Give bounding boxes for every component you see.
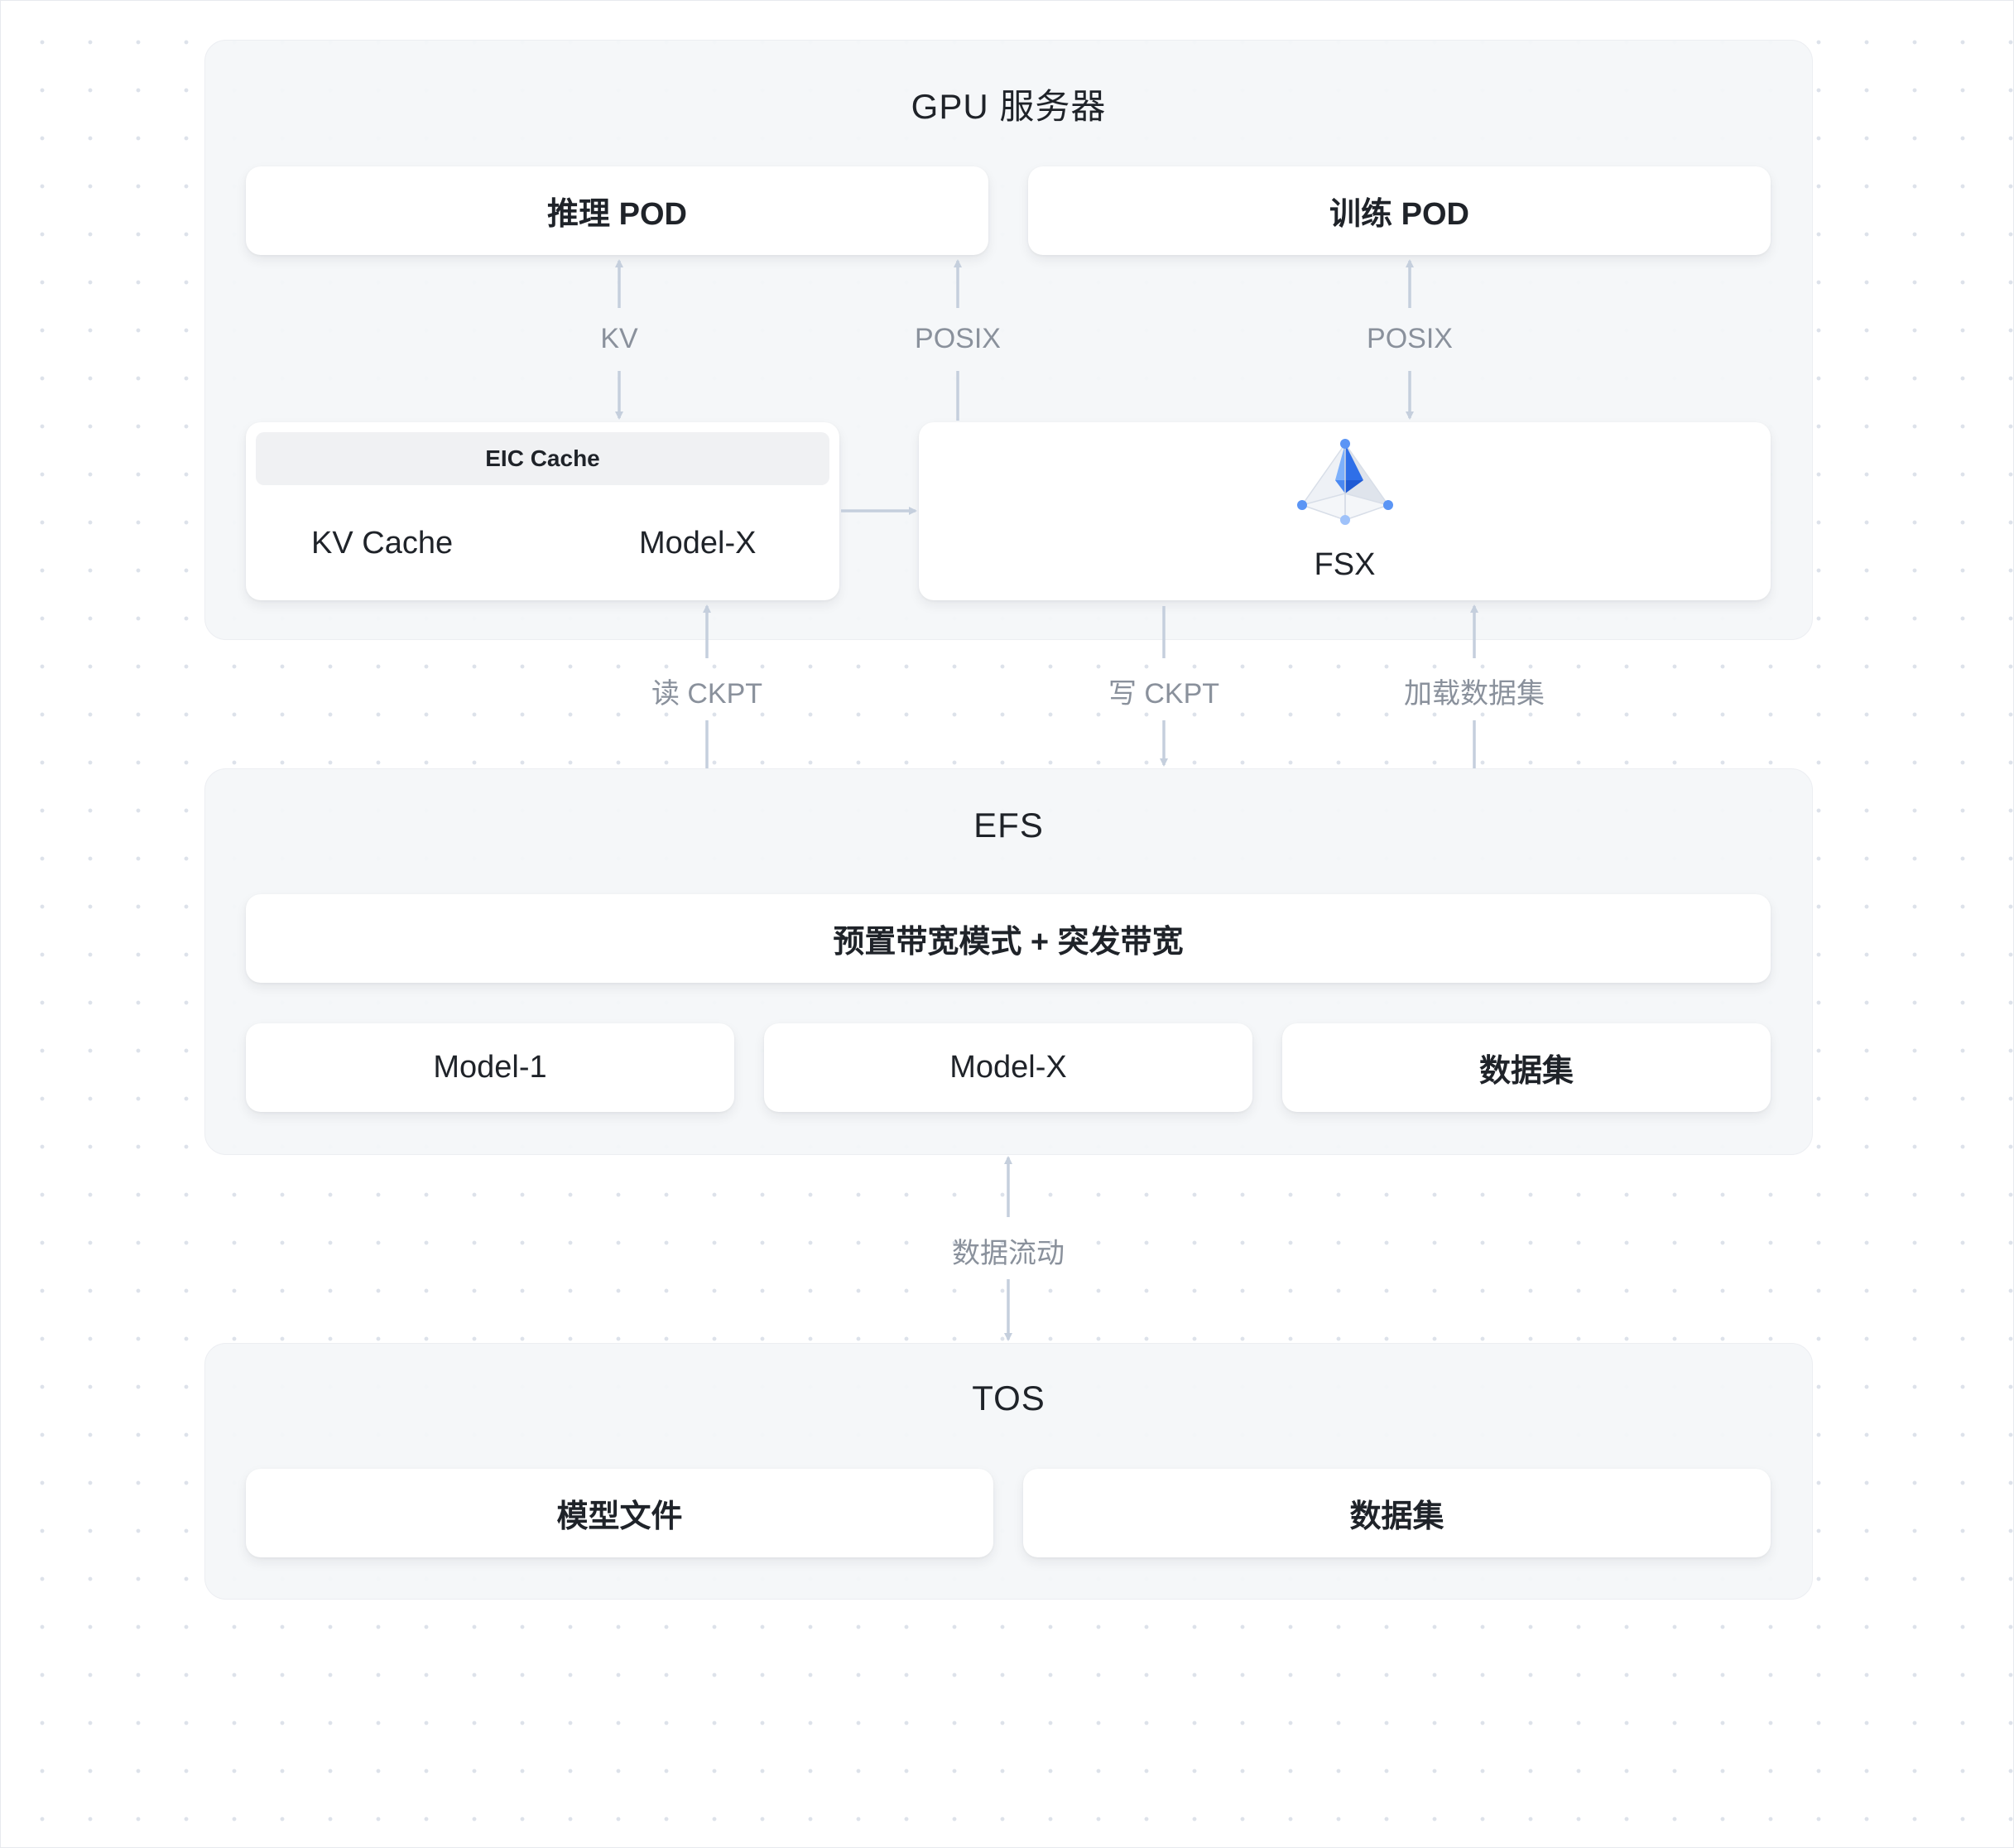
model-x-cache-label: Model-X <box>639 526 757 561</box>
write-ckpt-label: 写 CKPT <box>1108 678 1220 710</box>
efs-dataset-card[interactable]: 数据集 <box>1282 1023 1771 1112</box>
fsx-label: FSX <box>1314 547 1376 582</box>
efs-title: EFS <box>973 806 1044 845</box>
kv-label: KV <box>600 323 638 354</box>
posix-right-label: POSIX <box>1367 323 1453 354</box>
efs-model-x-card[interactable]: Model-X <box>764 1023 1252 1112</box>
efs-model-1-card[interactable]: Model-1 <box>246 1023 734 1112</box>
data-flow-label: 数据流动 <box>952 1238 1065 1269</box>
fsx-card[interactable]: FSX <box>919 422 1771 600</box>
fsx-pyramid-icon <box>1297 439 1393 525</box>
tos-dataset-card[interactable]: 数据集 <box>1023 1469 1771 1557</box>
tos-title: TOS <box>972 1379 1045 1417</box>
efs-bandwidth-mode-card[interactable]: 预置带宽模式 + 突发带宽 <box>246 894 1771 983</box>
inference-pod-card[interactable]: 推理 POD <box>246 166 988 255</box>
tos-model-files-card[interactable]: 模型文件 <box>246 1469 993 1557</box>
eic-cache-card[interactable]: EIC Cache KV Cache Model-X <box>246 422 839 600</box>
read-ckpt-label: 读 CKPT <box>651 678 763 710</box>
load-dataset-label: 加载数据集 <box>1404 678 1545 710</box>
training-pod-card[interactable]: 训练 POD <box>1028 166 1771 255</box>
eic-cache-title: EIC Cache <box>256 432 829 485</box>
kv-cache-label: KV Cache <box>311 526 454 561</box>
gpu-server-title: GPU 服务器 <box>911 87 1107 126</box>
posix-left-label: POSIX <box>915 323 1001 354</box>
